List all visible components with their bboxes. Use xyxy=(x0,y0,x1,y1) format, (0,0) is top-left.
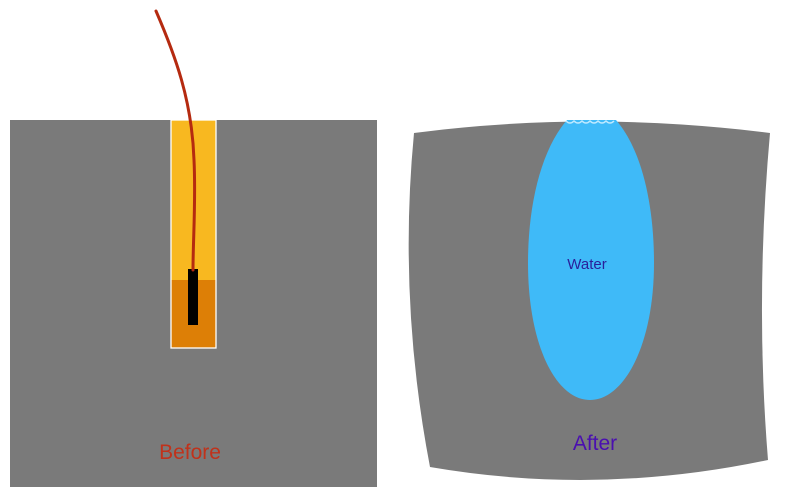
after-panel: Water After xyxy=(408,119,770,480)
water-cavity xyxy=(528,120,654,400)
before-panel: Before xyxy=(10,9,377,487)
detonator xyxy=(188,269,198,325)
water-surface xyxy=(565,119,615,124)
after-label: After xyxy=(573,432,617,455)
borehole-outline xyxy=(170,119,217,349)
before-label: Before xyxy=(159,441,221,464)
water-label: Water xyxy=(567,256,606,273)
detonator-wire xyxy=(154,9,197,272)
